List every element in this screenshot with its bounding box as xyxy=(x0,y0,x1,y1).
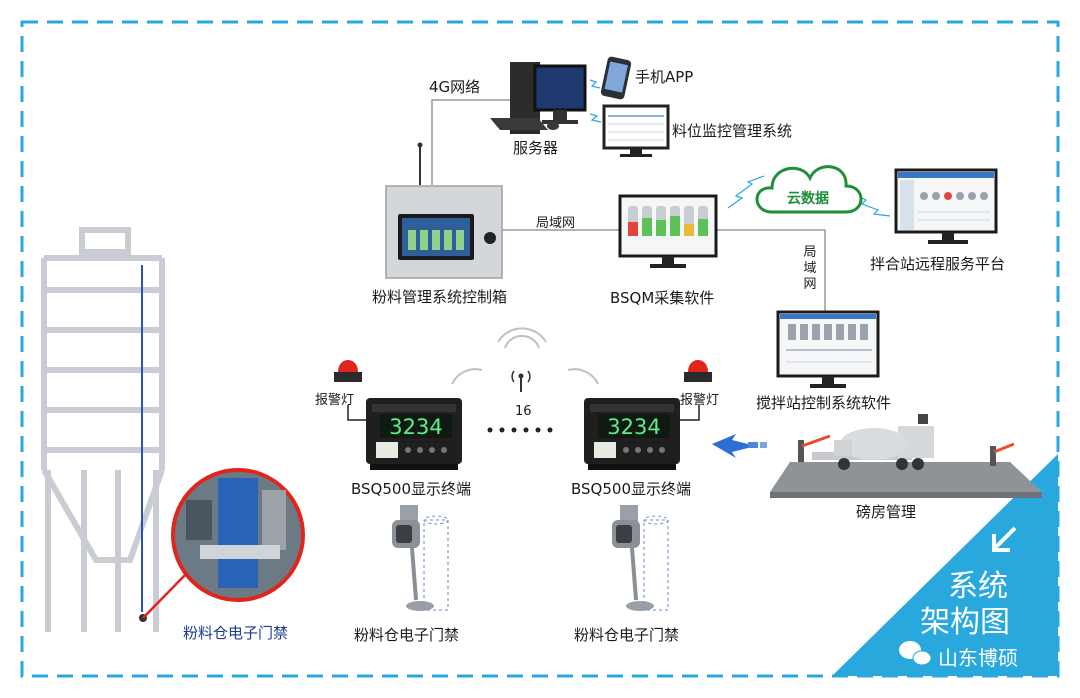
wireless-links xyxy=(589,79,891,217)
cloud-icon xyxy=(755,165,863,214)
weighbridge-label: 磅房管理 xyxy=(856,503,917,521)
connection-lines xyxy=(431,99,826,315)
led-readout-left: 3234 xyxy=(389,415,442,439)
silo-drawing xyxy=(41,227,165,632)
display-right-label: BSQ500显示终端 xyxy=(571,480,691,498)
bsqm-label: BSQM采集软件 xyxy=(610,289,715,307)
corner-title-line1: 系统 xyxy=(948,569,1008,604)
dashed-frame xyxy=(20,20,1060,678)
door-lock-right xyxy=(612,505,669,611)
control-box-drawing xyxy=(385,142,503,279)
callout-line xyxy=(142,571,189,619)
antenna-icon xyxy=(511,370,531,392)
plant-control-label: 搅拌站控制系统软件 xyxy=(756,394,892,412)
network-4g-label: 4G网络 xyxy=(429,78,481,96)
wechat-icon xyxy=(899,641,932,666)
remote-platform-label: 拌合站远程服务平台 xyxy=(870,255,1006,273)
door-photo-callout xyxy=(171,468,305,602)
door-lock-left xyxy=(392,505,449,611)
door-silo-label: 粉料仓电子门禁 xyxy=(183,624,289,642)
level-monitor-screen xyxy=(602,104,670,157)
alarm-light-left-icon xyxy=(334,360,372,421)
alarm-left-label: 报警灯 xyxy=(315,393,355,408)
control-box-label: 粉料管理系统控制箱 xyxy=(372,288,508,306)
corner-triangle xyxy=(832,454,1058,676)
display-left-label: BSQ500显示终端 xyxy=(351,480,471,498)
lan-vertical-char: 局 xyxy=(803,245,817,260)
cloud-label: 云数据 xyxy=(787,190,829,207)
lan-label-vertical: 局域网 xyxy=(803,245,817,293)
server-drawing xyxy=(490,62,587,134)
weighbridge-drawing xyxy=(770,414,1042,498)
terminal-right xyxy=(584,398,680,470)
corner-title-line2: 架构图 xyxy=(920,605,1010,640)
remote-platform-monitor xyxy=(894,168,998,244)
lan-vertical-char: 网 xyxy=(803,277,817,292)
wireless-hub-icon xyxy=(451,327,599,385)
dots xyxy=(487,427,553,433)
level-monitor-label: 料位监控管理系统 xyxy=(672,122,793,140)
phone-drawing xyxy=(600,56,632,100)
lan-label-horizontal: 局域网 xyxy=(536,216,576,231)
plant-control-monitor xyxy=(776,310,880,388)
arrow-down-left-icon xyxy=(992,526,1017,552)
alarm-right-label: 报警灯 xyxy=(680,393,720,408)
phone-app-label: 手机APP xyxy=(635,68,694,86)
led-readout-right: 3234 xyxy=(607,415,660,439)
count-label: 16 xyxy=(515,404,532,419)
terminal-left xyxy=(366,398,462,470)
lan-vertical-char: 域 xyxy=(803,261,817,276)
bsqm-monitor xyxy=(618,194,718,268)
door-left-label: 粉料仓电子门禁 xyxy=(354,626,460,644)
alarm-light-right-icon xyxy=(676,360,712,421)
door-right-label: 粉料仓电子门禁 xyxy=(574,626,680,644)
server-label: 服务器 xyxy=(513,139,559,157)
brand-label: 山东博硕 xyxy=(938,646,1018,670)
arrow-to-weighbridge-icon xyxy=(712,434,767,458)
